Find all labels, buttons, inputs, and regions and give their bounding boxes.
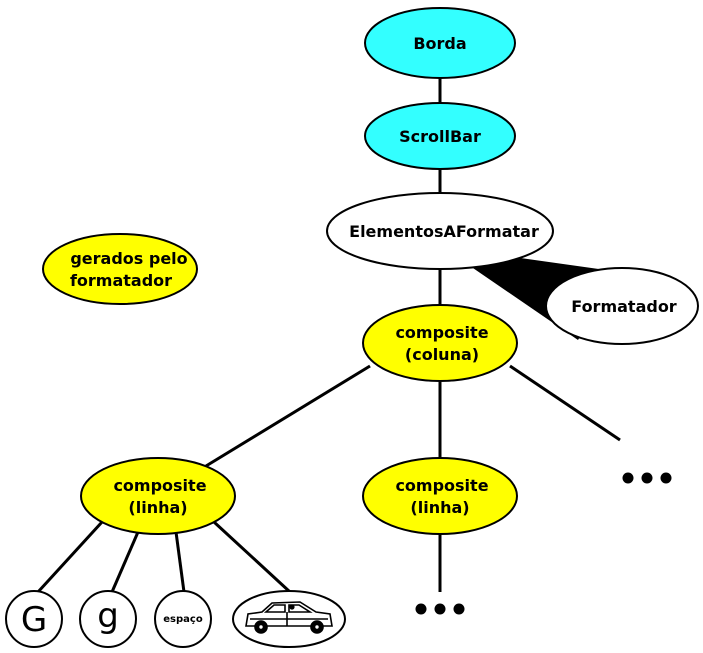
- node-linha-left-line-1: composite: [113, 476, 206, 495]
- edge-linha-g: [110, 531, 140, 593]
- edge-coluna-ellipsis: [509, 364, 621, 442]
- edge-linha-car: [212, 520, 292, 594]
- node-coluna-line-2: (coluna): [405, 345, 479, 364]
- node-elementos-shape: [326, 192, 554, 270]
- node-formatador-shape: [545, 267, 699, 345]
- ellipsis-bottom-dot: [453, 603, 465, 615]
- leaf-G-shape: [5, 590, 63, 648]
- node-linha-left-line-2: (linha): [128, 498, 187, 517]
- leaf-g-label: g: [97, 596, 119, 636]
- ellipsis-bottom-dot: [415, 603, 427, 615]
- node-linha-mid-shape: [362, 457, 518, 535]
- leaf-g: g: [79, 590, 137, 648]
- node-coluna-shape: [362, 304, 518, 382]
- node-composite-linha-mid: composite (linha): [362, 457, 518, 535]
- legend-line-2: formatador: [70, 271, 172, 290]
- ellipsis-right: [622, 472, 672, 484]
- ellipsis-bottom: [415, 603, 465, 615]
- node-formatador: Formatador: [545, 267, 699, 345]
- node-scrollbar: ScrollBar: [364, 102, 516, 170]
- node-composite-linha-left: composite (linha): [80, 457, 236, 535]
- edge-coluna-linha-left: [205, 364, 371, 468]
- node-linha-mid-line-2: (linha): [410, 498, 469, 517]
- ellipsis-right-dot: [660, 472, 672, 484]
- car-icon: [245, 601, 333, 634]
- node-composite-coluna: composite (coluna): [362, 304, 518, 382]
- ellipsis-bottom-dot: [434, 603, 446, 615]
- ellipsis-right-dot: [622, 472, 634, 484]
- node-elementos-label: ElementosAFormatar: [349, 222, 539, 241]
- legend-generated: gerados pelo formatador: [42, 233, 198, 305]
- legend-line-1: gerados pelo: [70, 249, 187, 268]
- node-elementos: ElementosAFormatar: [326, 192, 554, 270]
- node-linha-mid-line-1: composite: [395, 476, 488, 495]
- node-scrollbar-label: ScrollBar: [399, 127, 481, 146]
- edge-linha-G: [36, 520, 104, 594]
- leaf-car: [232, 590, 346, 648]
- ellipsis-right-dot: [641, 472, 653, 484]
- node-linha-left-shape: [80, 457, 236, 535]
- legend-shape: [42, 233, 198, 305]
- leaf-espaco-shape: [154, 590, 212, 648]
- leaf-G-label: G: [21, 600, 47, 640]
- edges: [36, 72, 621, 594]
- leaf-espaco-label: espaço: [163, 614, 203, 625]
- node-borda: Borda: [364, 7, 516, 79]
- node-borda-shape: [364, 7, 516, 79]
- leaf-g-shape: [79, 590, 137, 648]
- node-scrollbar-shape: [364, 102, 516, 170]
- leaf-espaco: espaço: [154, 590, 212, 648]
- node-formatador-label: Formatador: [571, 297, 677, 316]
- leaf-G: G: [5, 590, 63, 648]
- edge-linha-espaco: [174, 531, 186, 593]
- node-coluna-line-1: composite: [395, 323, 488, 342]
- node-borda-label: Borda: [413, 34, 466, 53]
